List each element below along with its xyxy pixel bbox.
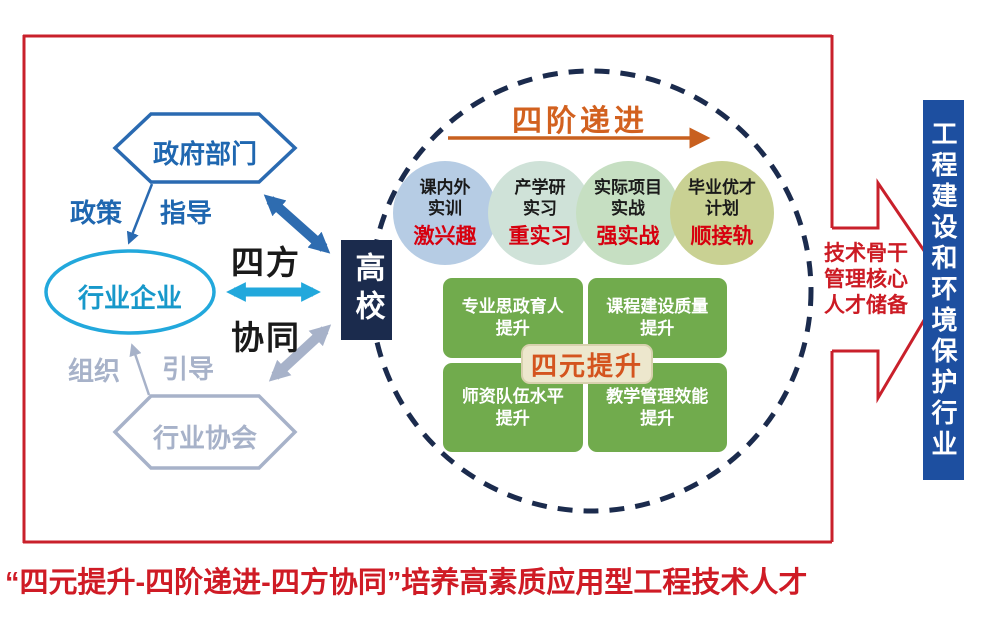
- association-university-arrow: [268, 324, 332, 382]
- government-hexagon: [112, 112, 298, 184]
- organize-label: 组织: [67, 356, 120, 386]
- stage-2-slogan: 重实习: [508, 224, 572, 248]
- stage-1-name: 课内外 实训: [419, 177, 471, 218]
- improvement-cell-1: 专业思政育人 提升: [443, 278, 583, 358]
- stage-2-name: 产学研 实习: [514, 177, 566, 218]
- four-improvements-center-label: 四元提升: [521, 344, 653, 384]
- industry-bar-label: 工程建设和环境保护行业: [928, 119, 958, 461]
- stage-circle-2: 产学研 实习 重实习: [488, 161, 592, 265]
- stage-4-slogan: 顺接轨: [690, 224, 754, 248]
- association-hexagon: [112, 394, 298, 470]
- guidance-label: 指导: [159, 198, 212, 228]
- stage-circle-1: 课内外 实训 激兴趣: [393, 161, 497, 265]
- stage-3-name: 实际项目 实战: [594, 177, 662, 218]
- improvement-cell-2: 课程建设质量 提升: [587, 278, 727, 358]
- university-label: 高校: [350, 252, 384, 328]
- synergy-word-bottom: 协同: [231, 319, 301, 356]
- progression-title: 四阶递进: [512, 105, 648, 138]
- industry-bar: 工程建设和环境保护行业: [923, 100, 964, 480]
- lead-label: 引导: [161, 354, 214, 384]
- diagram-caption: “四元提升-四阶递进-四方协同”培养高素质应用型工程技术人才: [5, 567, 808, 599]
- policy-guidance-arrow: [126, 183, 154, 245]
- stage-4-name: 毕业优才 计划: [688, 177, 756, 218]
- government-label: 政府部门: [152, 139, 257, 169]
- stage-circle-3: 实际项目 实战 强实战: [576, 161, 680, 265]
- enterprise-ellipse: [44, 249, 216, 335]
- association-label: 行业协会: [152, 423, 257, 453]
- university-box: 高校: [341, 240, 392, 340]
- stage-circle-4: 毕业优才 计划 顺接轨: [670, 161, 774, 265]
- four-improvements-grid: 专业思政育人 提升 课程建设质量 提升 师资队伍水平 提升 教学管理效能 提升 …: [443, 278, 727, 452]
- government-university-arrow: [263, 194, 331, 254]
- policy-label: 政策: [69, 198, 122, 228]
- stage-1-slogan: 激兴趣: [413, 224, 477, 248]
- talent-output-text: 技术骨干 管理核心 人才储备: [824, 242, 908, 317]
- frame-border: [22, 34, 834, 544]
- stage-3-slogan: 强实战: [596, 224, 660, 248]
- enterprise-label: 行业企业: [77, 283, 182, 313]
- synergy-word-top: 四方: [231, 244, 301, 281]
- organize-lead-arrow: [129, 343, 151, 396]
